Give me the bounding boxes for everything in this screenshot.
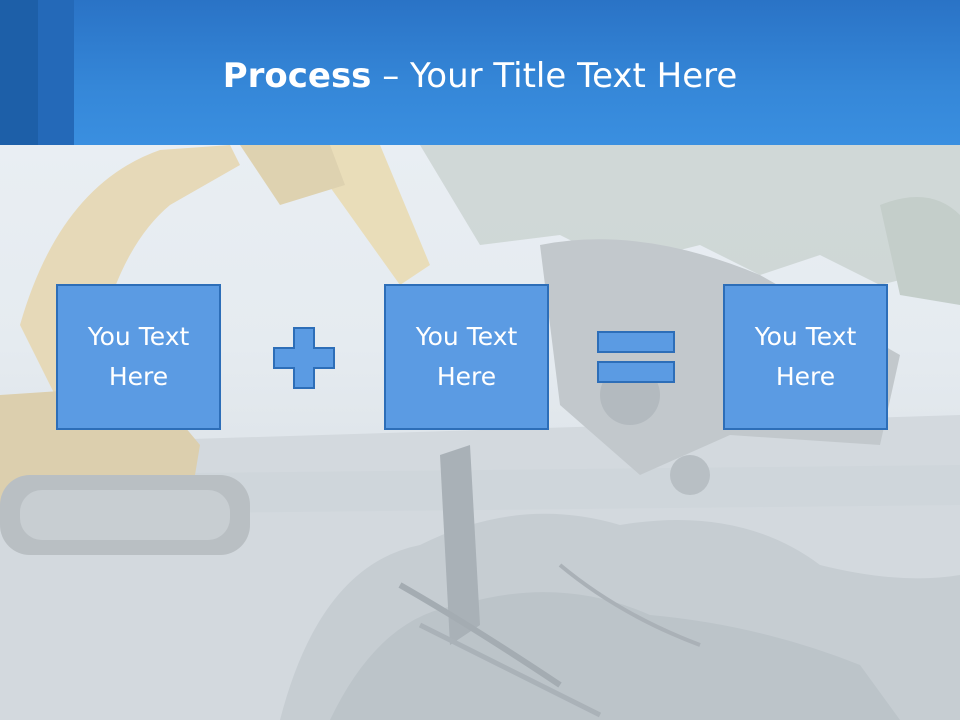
slide-title-rest: – Your Title Text Here: [371, 56, 738, 96]
header-accent-stripe: [38, 0, 74, 145]
title-bar: Process – Your Title Text Here: [0, 0, 960, 145]
header-accent-stripe: [0, 0, 38, 145]
process-box-3[interactable]: You Text Here: [723, 284, 888, 430]
process-box-2[interactable]: You Text Here: [384, 284, 549, 430]
slide-title: Process – Your Title Text Here: [0, 54, 960, 98]
slide-title-bold: Process: [222, 56, 372, 96]
construction-scene-image: [0, 145, 960, 720]
process-box-label: You Text Here: [87, 322, 190, 391]
background-photo: [0, 145, 960, 720]
process-box-label: You Text Here: [415, 322, 518, 391]
process-box-1[interactable]: You Text Here: [56, 284, 221, 430]
equals-icon: [597, 331, 675, 383]
plus-icon: [273, 327, 335, 389]
process-box-label: You Text Here: [754, 322, 857, 391]
